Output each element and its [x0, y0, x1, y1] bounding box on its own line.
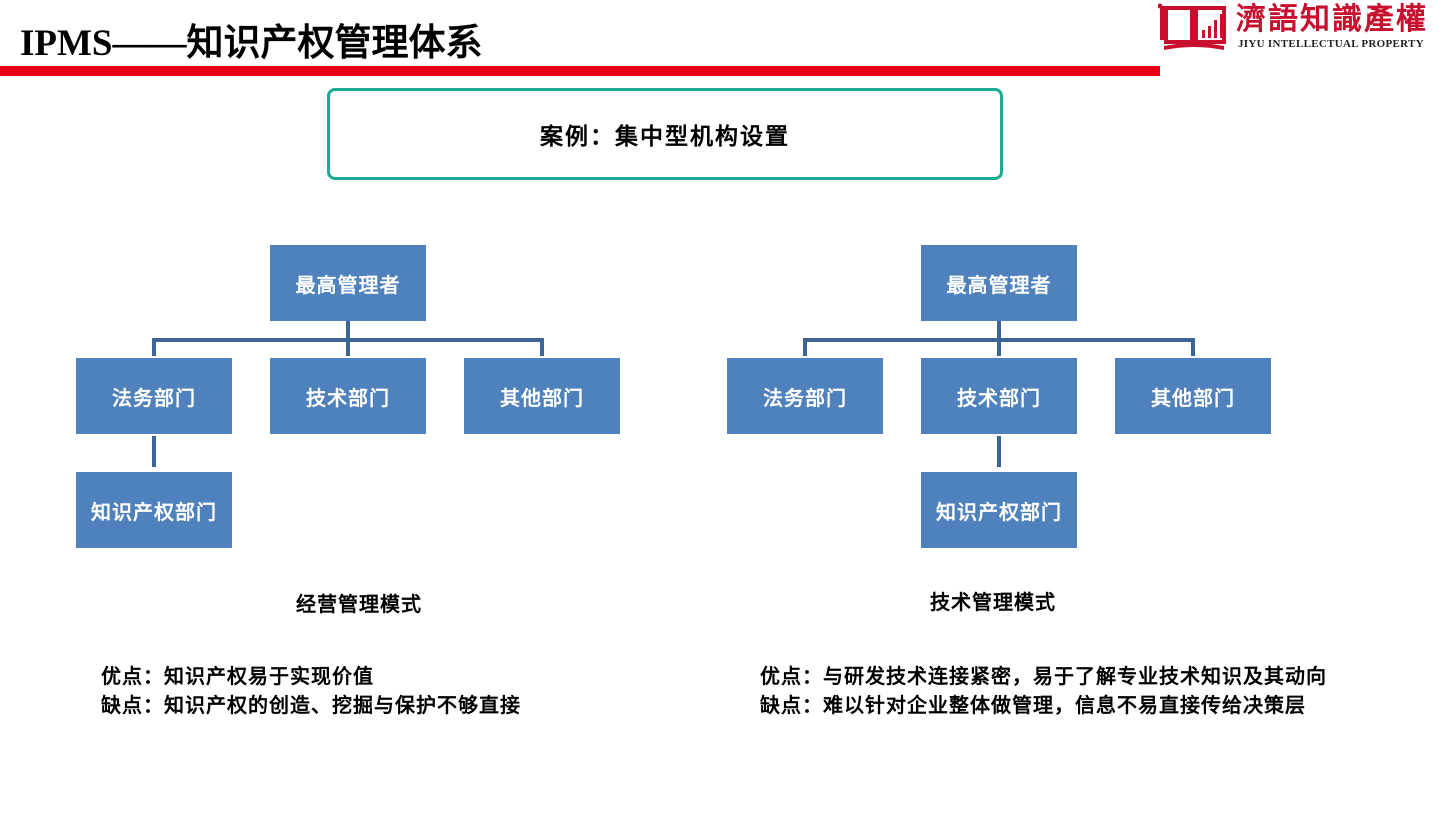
right-node-top-manager: 最高管理者 [921, 245, 1077, 321]
logo-name-en: JIYU INTELLECTUAL PROPERTY [1238, 38, 1424, 50]
right-node-other-dept: 其他部门 [1115, 358, 1271, 434]
left-node-tech-dept: 技术部门 [270, 358, 426, 434]
case-title-box: 案例：集中型机构设置 [327, 88, 1003, 180]
right-cons: 缺点：难以针对企业整体做管理，信息不易直接传给决策层 [760, 693, 1306, 717]
header-divider [0, 66, 1160, 76]
left-node-top-manager: 最高管理者 [270, 245, 426, 321]
right-mode-label: 技术管理模式 [930, 590, 1056, 614]
page-title: IPMS——知识产权管理体系 [20, 18, 483, 68]
page-title-cn: 知识产权管理体系 [186, 20, 483, 64]
left-notes: 优点：知识产权易于实现价值 缺点：知识产权的创造、挖掘与保护不够直接 [101, 662, 521, 720]
right-node-legal-dept: 法务部门 [727, 358, 883, 434]
left-pros: 优点：知识产权易于实现价值 [101, 664, 374, 688]
left-node-ip-dept: 知识产权部门 [76, 472, 232, 548]
right-pros: 优点：与研发技术连接紧密，易于了解专业技术知识及其动向 [760, 664, 1327, 688]
right-notes: 优点：与研发技术连接紧密，易于了解专业技术知识及其动向 缺点：难以针对企业整体做… [760, 662, 1327, 720]
company-logo: 濟語知識產權 JIYU INTELLECTUAL PROPERTY [1158, 0, 1450, 60]
left-node-legal-dept: 法务部门 [76, 358, 232, 434]
case-title: 案例：集中型机构设置 [540, 123, 790, 150]
left-cons: 缺点：知识产权的创造、挖掘与保护不够直接 [101, 693, 521, 717]
right-node-ip-dept: 知识产权部门 [921, 472, 1077, 548]
book-chart-icon [1158, 3, 1226, 50]
left-node-other-dept: 其他部门 [464, 358, 620, 434]
page-title-prefix: IPMS—— [20, 23, 187, 64]
left-mode-label: 经营管理模式 [296, 592, 422, 616]
logo-name-cn: 濟語知識產權 [1236, 2, 1428, 37]
right-node-tech-dept: 技术部门 [921, 358, 1077, 434]
